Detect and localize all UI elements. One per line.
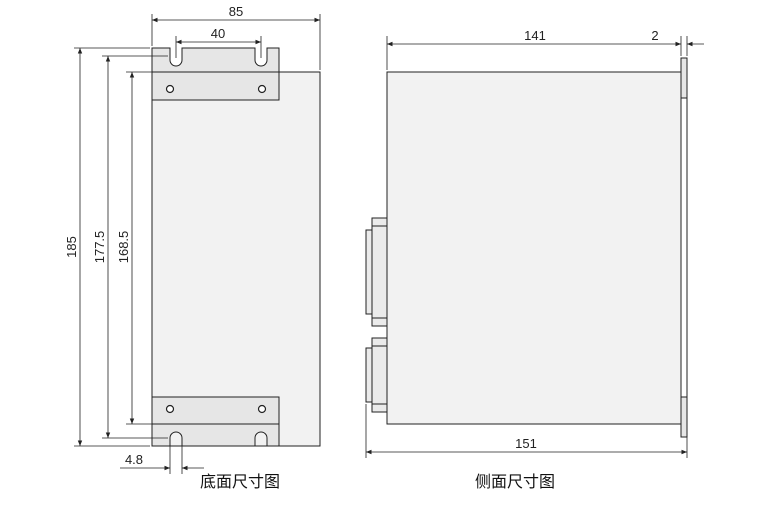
bottom-mounting-plate (151, 396, 280, 447)
dim-total-depth-label: 151 (515, 436, 537, 451)
mount-hole-bottom-right (257, 404, 267, 414)
bottom-view: 85 40 185 177.5 168.5 4.8 底面尺寸图 (64, 4, 321, 491)
side-view-body (386, 71, 682, 425)
bottom-view-caption: 底面尺寸图 (200, 472, 280, 491)
connector-upper-base (371, 217, 388, 327)
mount-hole-top-right (257, 84, 267, 94)
mount-hole-top-left (165, 84, 175, 94)
dim-slot-width-label: 4.8 (125, 452, 143, 467)
top-mounting-plate (151, 47, 280, 101)
side-view-caption: 侧面尺寸图 (475, 472, 555, 491)
dim-height-total-label: 185 (64, 236, 79, 258)
connector-lower-face (365, 347, 373, 403)
dim-slot-pitch-label: 40 (211, 26, 225, 41)
flange-bottom (680, 396, 688, 438)
mount-hole-bottom-left (165, 404, 175, 414)
dim-depth-label: 141 (524, 28, 546, 43)
side-view: 141 2 151 侧面尺寸图 (365, 28, 704, 491)
dim-height-177-label: 177.5 (92, 231, 107, 264)
dim-height-168-label: 168.5 (116, 231, 131, 264)
flange-top (680, 57, 688, 99)
dim-width-label: 85 (229, 4, 243, 19)
connector-lower-base (371, 337, 388, 413)
dim-flange-label: 2 (651, 28, 658, 43)
bottom-view-body (151, 71, 321, 447)
connector-upper-face (365, 229, 373, 315)
